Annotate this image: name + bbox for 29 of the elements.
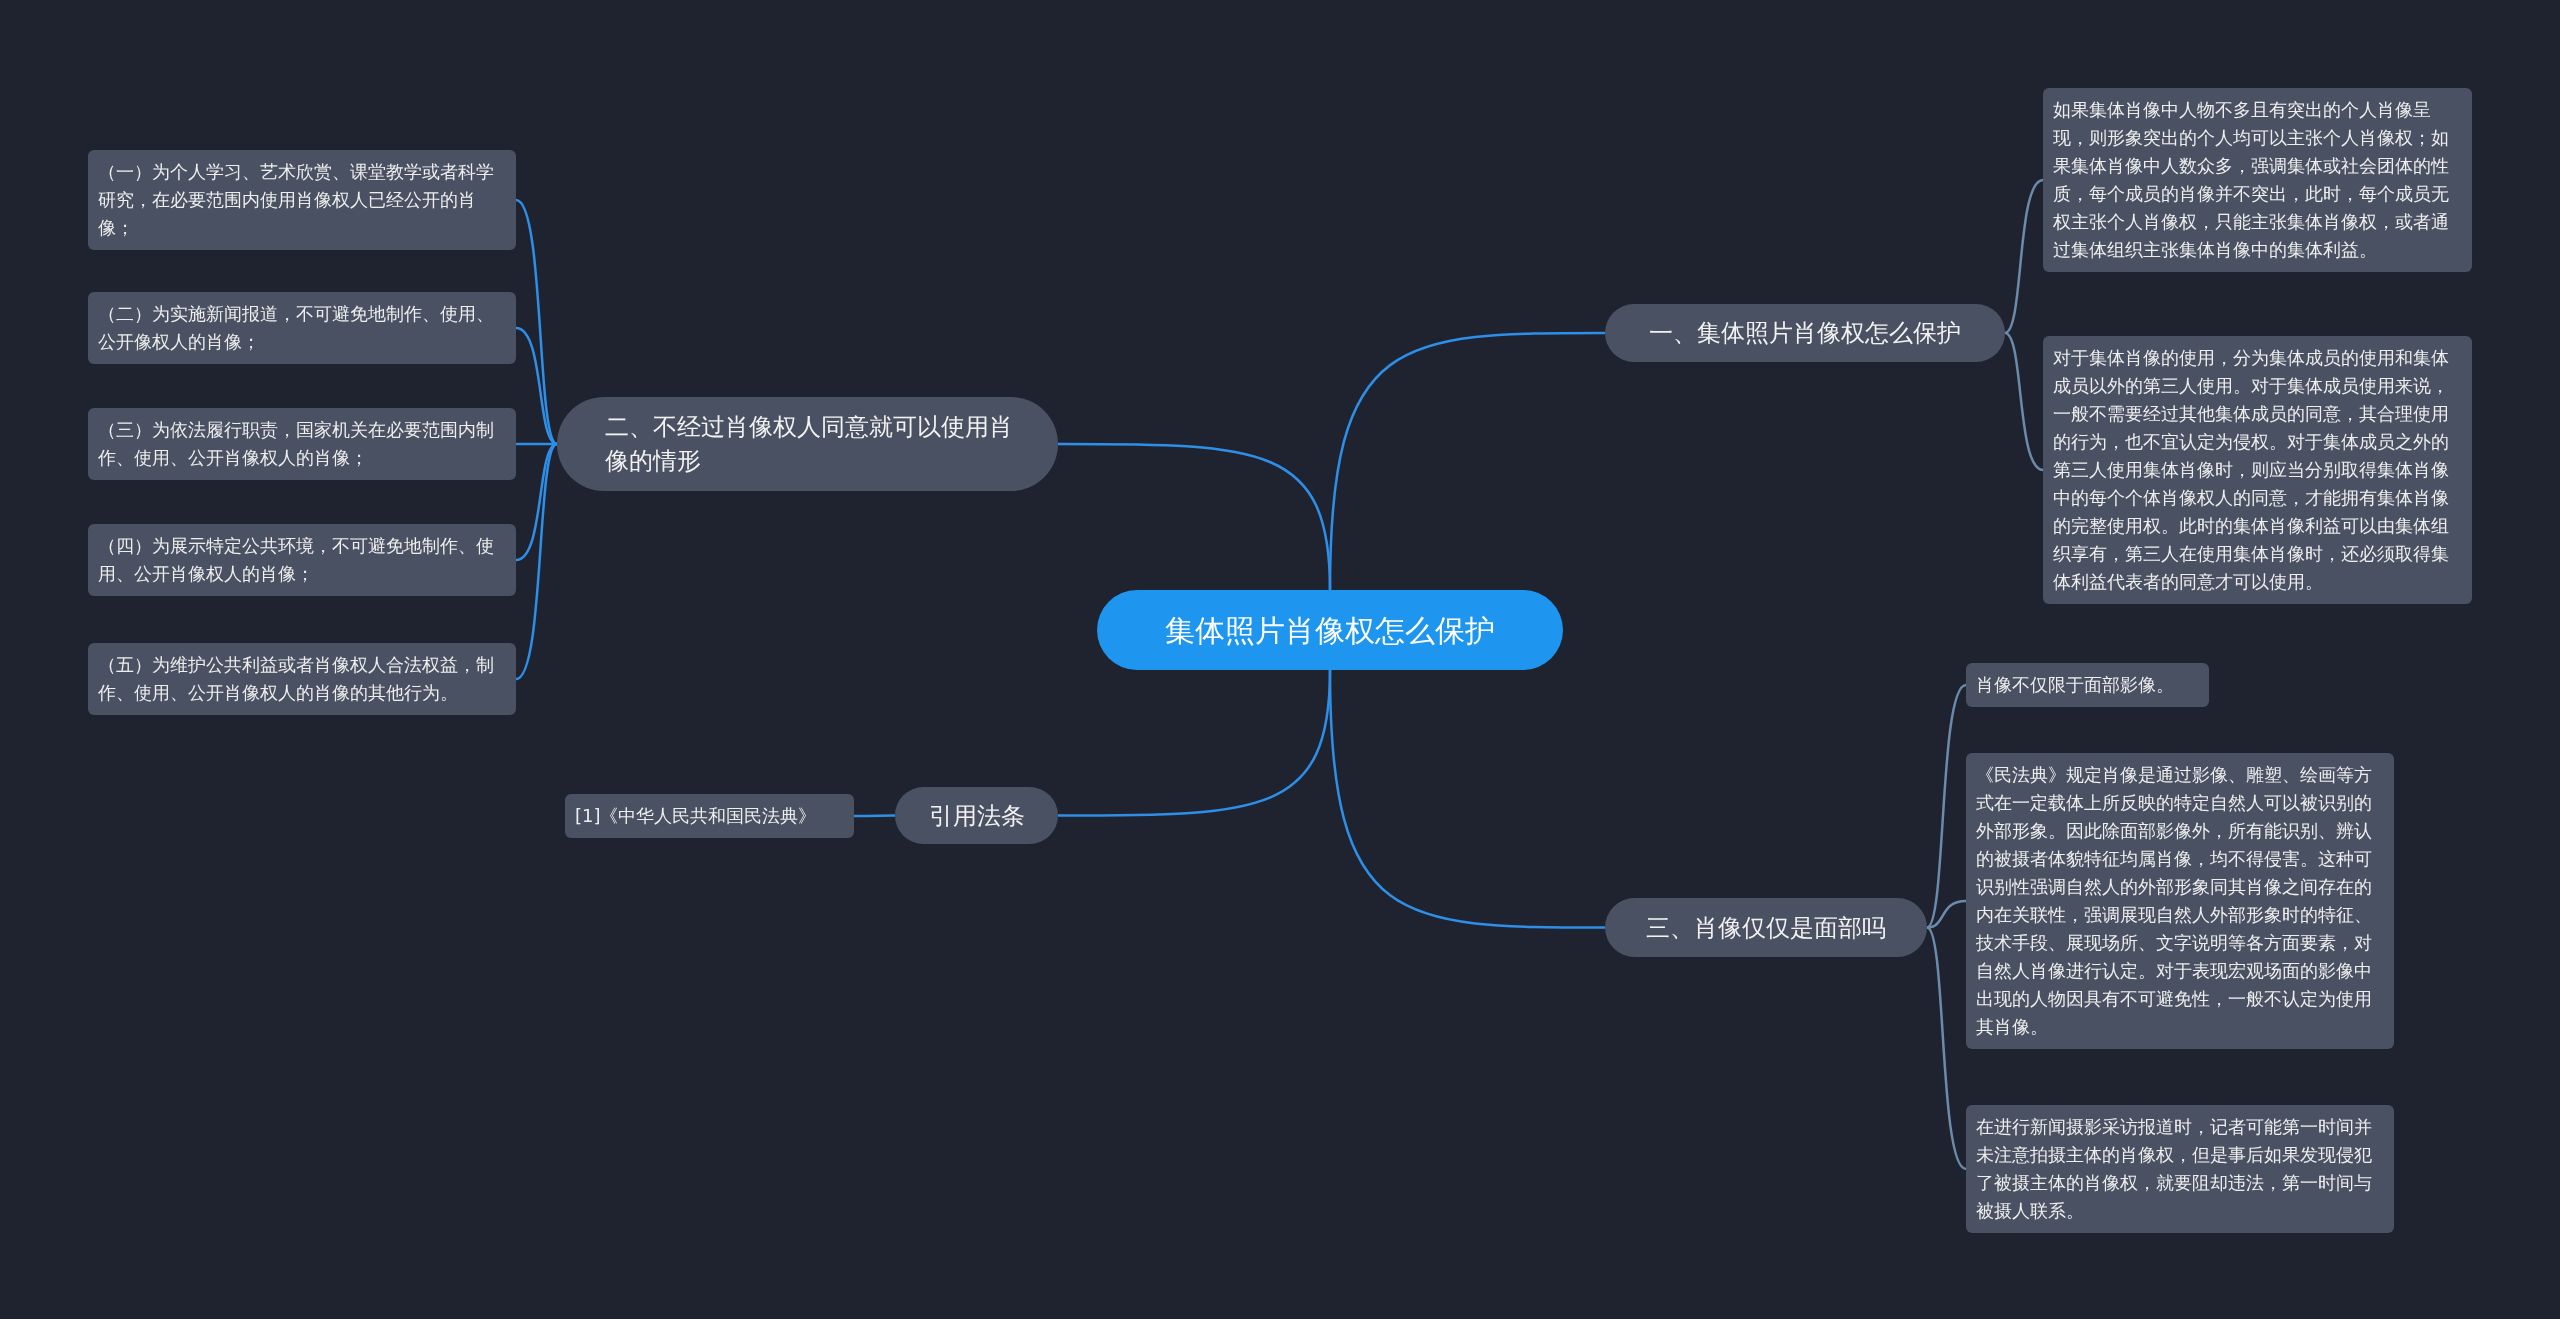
connector	[515, 443, 558, 680]
connector	[1926, 684, 1967, 929]
note-card: （三）为依法履行职责，国家机关在必要范围内制作、使用、公开肖像权人的肖像；	[88, 408, 516, 480]
note-card: 对于集体肖像的使用，分为集体成员的使用和集体成员以外的第三人使用。对于集体成员使用来说，一般不需要经过其他集体成员的同意，其合理使用的行为，也不宜认定为侵权。对于集体成员之外的第三人使用集体肖像时，则应当分别取得集体肖像中的每个个体肖像权人的同意，才能拥有集体肖像的完整使用权。此时的集体肖像利益可以由集体组织享有，第三人在使用集体肖像时，还必须取得集体利益代表者的同意才可以使用。	[2043, 336, 2472, 604]
note-card: 如果集体肖像中人物不多且有突出的个人肖像呈现，则形象突出的个人均可以主张个人肖像权；如果集体肖像中人数众多，强调集体或社会团体的性质，每个成员的肖像并不突出，此时，每个成员无权主张个人肖像权，只能主张集体肖像权，或者通过集体组织主张集体肖像中的集体利益。	[2043, 88, 2472, 272]
connector	[516, 442, 557, 446]
connector	[515, 326, 558, 446]
topic-pill: 一、集体照片肖像权怎么保护	[1605, 304, 2005, 362]
topic-pill: 二、不经过肖像权人同意就可以使用肖像的情形	[557, 397, 1058, 491]
note-card: [1]《中华人民共和国民法典》	[565, 794, 854, 838]
note-card: （二）为实施新闻报道，不可避免地制作、使用、公开像权人的肖像；	[88, 292, 516, 364]
connector	[2004, 178, 2044, 334]
connector	[1926, 899, 1967, 929]
topic-pill: 引用法条	[895, 787, 1058, 844]
central-topic: 集体照片肖像权怎么保护	[1097, 590, 1563, 670]
note-card: （一）为个人学习、艺术欣赏、课堂教学或者科学研究，在必要范围内使用肖像权人已经公开的肖像；	[88, 150, 516, 250]
note-card: 《民法典》规定肖像是通过影像、雕塑、绘画等方式在一定载体上所反映的特定自然人可以被识别的外部形象。因此除面部影像外，所有能识别、辨认的被摄者体貌特征均属肖像，均不得侵害。这种可识别性强调自然人的外部形象同其肖像之间存在的内在关联性，强调展现自然人外部形象时的特征、技术手段、展现场所、文字说明等各方面要素，对自然人肖像进行认定。对于表现宏观场面的影像中出现的人物因具有不可避免性，一般不认定为使用其肖像。	[1966, 753, 2394, 1049]
connector	[1058, 442, 1332, 591]
note-card: （五）为维护公共利益或者肖像权人合法权益，制作、使用、公开肖像权人的肖像的其他行为。	[88, 643, 516, 715]
note-card: 在进行新闻摄影采访报道时，记者可能第一时间并未注意拍摄主体的肖像权，但是事后如果发现侵犯了被摄主体的肖像权，就要阻却违法，第一时间与被摄人联系。	[1966, 1105, 2394, 1233]
connector	[854, 814, 895, 818]
connector	[2004, 331, 2044, 472]
note-card: 肖像不仅限于面部影像。	[1966, 663, 2209, 707]
connector	[515, 199, 558, 445]
connector	[1926, 926, 1967, 1170]
connector	[1328, 669, 1605, 929]
note-card: （四）为展示特定公共环境，不可避免地制作、使用、公开肖像权人的肖像；	[88, 524, 516, 596]
topic-pill: 三、肖像仅仅是面部吗	[1605, 898, 1927, 957]
connector	[515, 442, 558, 562]
